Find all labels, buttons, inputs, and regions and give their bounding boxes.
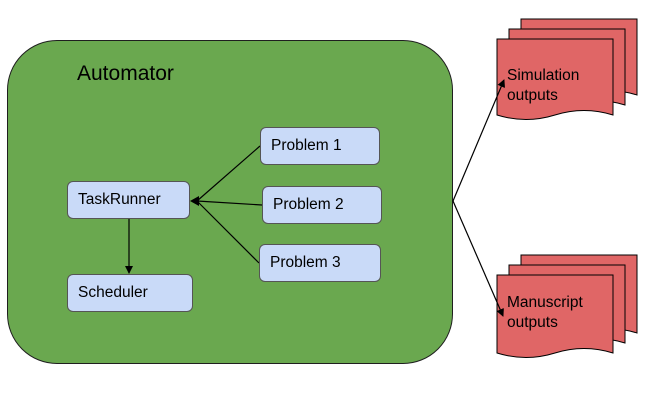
manuscript-outputs-line2: outputs: [507, 314, 558, 331]
manuscript-doc-front: [496, 274, 614, 358]
manuscript-outputs-stack: [496, 254, 638, 358]
simulation-outputs-stack: [496, 18, 638, 120]
problem-1-label: Problem 1: [271, 137, 342, 155]
automator-title: Automator: [77, 62, 174, 85]
line-taskrunner-problem1: [196, 145, 261, 202]
line-taskrunner-problem2: [196, 200, 263, 206]
problem-2-label: Problem 2: [273, 196, 344, 214]
line-taskrunner-problem3: [196, 200, 260, 264]
simulation-outputs-line2: outputs: [507, 87, 558, 104]
taskrunner-label: TaskRunner: [78, 191, 161, 209]
problem-3-label: Problem 3: [270, 254, 341, 272]
simulation-outputs-label: Simulation outputs: [507, 66, 579, 106]
manuscript-outputs-label: Manuscript outputs: [507, 293, 583, 333]
arrow-to-simulation-outputs: [452, 79, 505, 202]
arrow-to-manuscript-outputs: [452, 200, 504, 317]
scheduler-node: Scheduler: [67, 274, 193, 312]
scheduler-label: Scheduler: [78, 284, 148, 302]
simulation-outputs-line1: Simulation: [507, 67, 580, 84]
problem-2-node: Problem 2: [262, 186, 382, 224]
taskrunner-node: TaskRunner: [67, 181, 190, 219]
problem-1-node: Problem 1: [260, 127, 380, 165]
taskrunner-connector-arrowhead: [190, 196, 199, 206]
problem-3-node: Problem 3: [259, 244, 381, 282]
simulation-doc-front: [496, 38, 614, 120]
manuscript-outputs-line1: Manuscript: [507, 294, 583, 311]
